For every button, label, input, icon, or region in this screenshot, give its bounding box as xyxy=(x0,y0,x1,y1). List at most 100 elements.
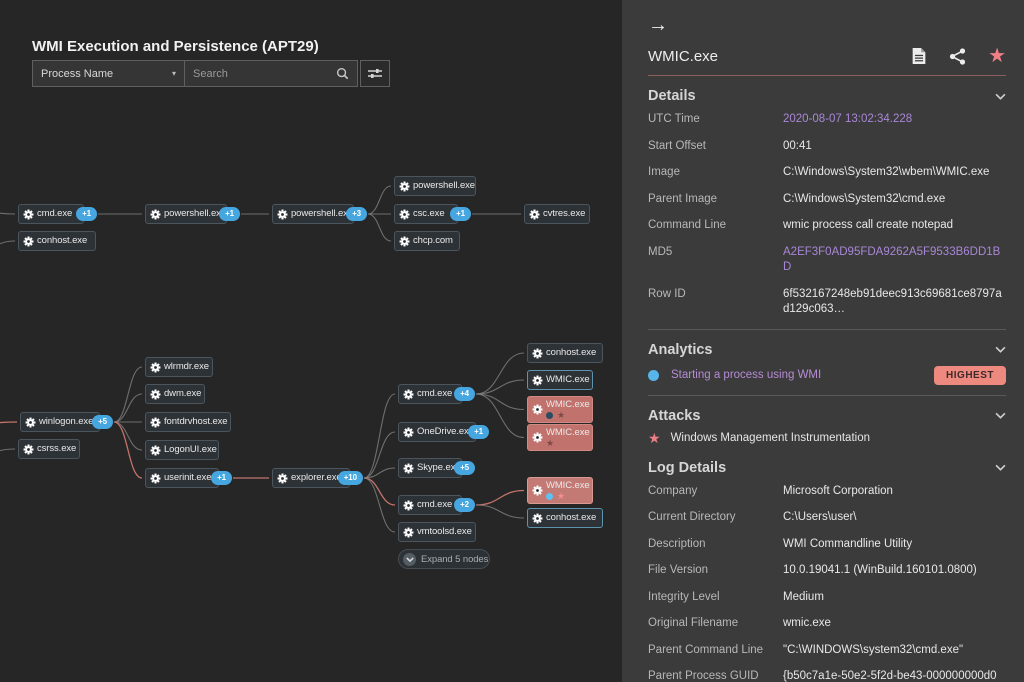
search-input[interactable] xyxy=(193,67,336,80)
detail-row: Command Line wmic process call create not… xyxy=(648,218,1006,234)
gear-icon xyxy=(403,389,414,399)
child-count-badge[interactable]: +1 xyxy=(76,207,97,221)
process-node-conhost4[interactable]: conhost.exe xyxy=(527,508,603,528)
child-count-badge[interactable]: +1 xyxy=(219,207,240,221)
process-node-chcp[interactable]: chcp.com xyxy=(394,231,460,251)
process-label: cmd.exe xyxy=(417,499,453,511)
child-count-badge[interactable]: +2 xyxy=(454,498,475,512)
row-label: Start Offset xyxy=(648,139,706,152)
attack-star-icon: ★ xyxy=(648,429,661,446)
process-label: powershell.exe xyxy=(291,208,353,220)
child-count-badge[interactable]: +1 xyxy=(450,207,471,221)
process-node-ps1[interactable]: powershell.exe+1 xyxy=(145,204,240,224)
process-node-onedrive[interactable]: OneDrive.exe+1 xyxy=(398,422,489,442)
process-edge xyxy=(475,393,525,439)
search-box xyxy=(185,61,357,86)
process-node-csrss[interactable]: csrss.exe xyxy=(18,439,80,459)
row-label: Parent Command Line xyxy=(648,643,764,656)
graph-toolbar: Process Name ▾ xyxy=(32,60,390,87)
row-value: Medium xyxy=(783,590,824,603)
gear-icon xyxy=(532,513,543,523)
row-label: File Version xyxy=(648,564,709,577)
process-node-explorer[interactable]: explorer.exe+10 xyxy=(272,468,363,488)
child-count-badge[interactable]: +3 xyxy=(346,207,367,221)
filter-settings-button[interactable] xyxy=(360,60,390,87)
favorite-star-icon[interactable]: ★ xyxy=(988,45,1006,67)
process-edge xyxy=(363,477,396,506)
row-label: Command Line xyxy=(648,219,726,232)
process-node-csc[interactable]: csc.exe+1 xyxy=(394,204,471,224)
attack-star-icon: ★ xyxy=(557,410,565,421)
process-label: chcp.com xyxy=(413,235,453,247)
child-count-badge[interactable]: +10 xyxy=(337,471,363,485)
severity-badge[interactable]: HIGHEST xyxy=(934,365,1006,385)
child-count-badge[interactable]: +1 xyxy=(468,425,489,439)
process-node-wmic_red2[interactable]: WMIC.exe★ xyxy=(527,424,593,451)
attack-item[interactable]: ★ Windows Management Instrumentation xyxy=(648,429,1006,446)
gear-icon xyxy=(277,209,288,219)
analytics-item[interactable]: Starting a process using WMI HIGHEST xyxy=(648,365,1006,385)
process-node-winlogon[interactable]: winlogon.exe+5 xyxy=(20,412,113,432)
details-section-header[interactable]: Details xyxy=(648,88,1006,104)
process-node-logonui[interactable]: LogonUI.exe xyxy=(145,440,219,460)
filter-field-label: Process Name xyxy=(41,67,114,80)
process-node-vmtoolsd[interactable]: vmtoolsd.exe xyxy=(398,522,476,542)
panel-header: WMIC.exe xyxy=(648,45,1006,76)
process-node-cmd_top[interactable]: cmd.exe+1 xyxy=(18,204,97,224)
row-value: C:\Users\user\ xyxy=(783,511,857,524)
process-node-wmic_sel[interactable]: WMIC.exe★ xyxy=(527,477,593,504)
row-value: 2020-08-07 13:02:34.228 xyxy=(783,113,913,125)
process-node-expand[interactable]: Expand 5 nodes xyxy=(398,549,490,569)
process-node-cmd4[interactable]: cmd.exe+4 xyxy=(398,384,475,404)
attacks-section-title: Attacks xyxy=(648,407,701,424)
row-value: A2EF3F0AD95FDA9262A5F9533B6DD1BD xyxy=(783,245,1001,274)
process-node-fontdrvhost[interactable]: fontdrvhost.exe xyxy=(145,412,231,432)
chevron-down-icon xyxy=(995,412,1006,420)
process-node-userinit[interactable]: userinit.exe+1 xyxy=(145,468,232,488)
collapse-panel-arrow-icon[interactable]: → xyxy=(648,14,668,36)
log-details-section-header[interactable]: Log Details xyxy=(648,460,1006,476)
row-label: Parent Image xyxy=(648,192,718,205)
row-value: {b50c7a1e-50e2-5f2d-be43-000000000d00} xyxy=(783,670,997,682)
attacks-section-header[interactable]: Attacks xyxy=(648,408,1006,424)
gear-icon xyxy=(150,445,161,455)
process-node-cvtres[interactable]: cvtres.exe xyxy=(524,204,590,224)
process-edge xyxy=(0,421,18,424)
filter-field-select[interactable]: Process Name ▾ xyxy=(33,61,185,86)
process-node-ps2[interactable]: powershell.exe+3 xyxy=(272,204,367,224)
gear-icon xyxy=(23,236,34,246)
child-count-badge[interactable]: +4 xyxy=(454,387,475,401)
process-edge xyxy=(363,393,396,479)
gear-icon xyxy=(399,209,410,219)
process-node-skype[interactable]: Skype.exe+5 xyxy=(398,458,475,478)
process-node-dwm[interactable]: dwm.exe xyxy=(145,384,205,404)
process-node-conhost3[interactable]: conhost.exe xyxy=(527,343,603,363)
process-node-cmd2[interactable]: cmd.exe+2 xyxy=(398,495,475,515)
process-label: explorer.exe xyxy=(291,472,342,484)
row-label: Image xyxy=(648,166,680,179)
process-label: powershell.exe xyxy=(413,180,475,192)
process-edge xyxy=(363,467,396,479)
gear-icon xyxy=(403,427,414,437)
gear-icon xyxy=(529,209,540,219)
row-value: Microsoft Corporation xyxy=(783,484,893,497)
row-value: wmic process call create notepad xyxy=(783,219,954,232)
gear-icon xyxy=(150,473,161,483)
process-node-wlrmdr[interactable]: wlrmdr.exe xyxy=(145,357,213,377)
process-label: dwm.exe xyxy=(164,388,202,400)
child-count-badge[interactable]: +5 xyxy=(454,461,475,475)
child-count-badge[interactable]: +5 xyxy=(92,415,113,429)
process-edge xyxy=(113,421,143,479)
process-node-wmic_red1[interactable]: WMIC.exe★ xyxy=(527,396,593,423)
analytic-dot-icon xyxy=(648,369,659,381)
child-count-badge[interactable]: +1 xyxy=(211,471,232,485)
share-icon[interactable] xyxy=(949,47,966,65)
process-node-ps3[interactable]: powershell.exe xyxy=(394,176,476,196)
report-document-icon[interactable] xyxy=(911,47,927,65)
process-node-conhost_top[interactable]: conhost.exe xyxy=(18,231,96,251)
section-divider xyxy=(648,394,1006,396)
process-node-wmic_dark[interactable]: WMIC.exe xyxy=(527,370,593,390)
analytics-section-header[interactable]: Analytics xyxy=(648,342,1006,358)
